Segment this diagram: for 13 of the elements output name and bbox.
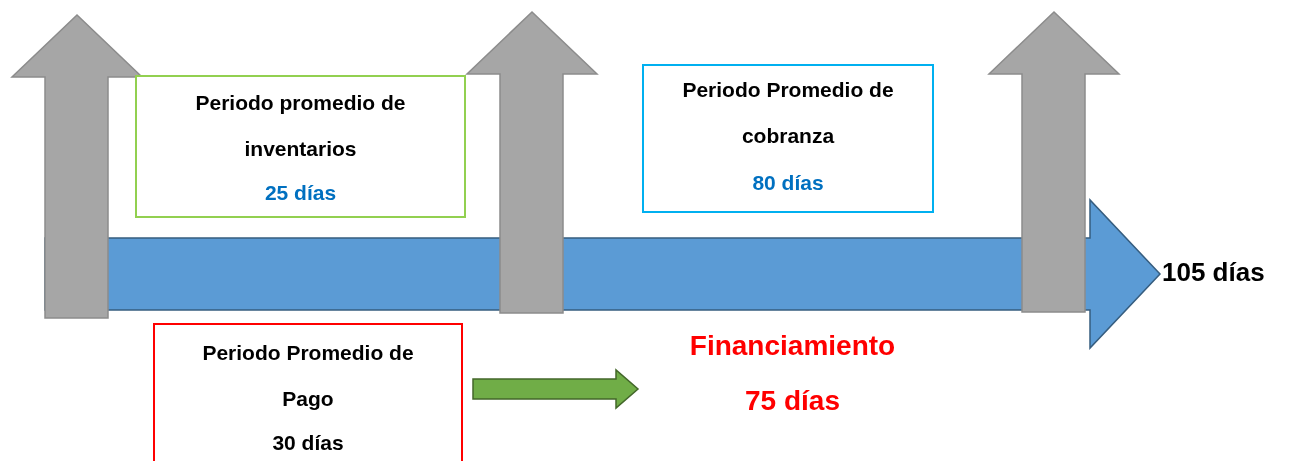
duration-text: Financiamiento <box>688 329 897 363</box>
duration-text: 80 días <box>751 170 825 196</box>
text-box <box>153 323 463 461</box>
duration-text: 75 días <box>744 384 841 418</box>
box-text: Periodo Promedio de Pago <box>201 340 415 412</box>
duration-text: 105 días <box>1162 256 1266 289</box>
text-box <box>135 75 466 218</box>
text-box <box>642 64 934 213</box>
block-arrow <box>472 368 640 410</box>
box-text: 30 días <box>271 430 345 456</box>
box-text: Periodo Promedio de cobranza <box>681 77 895 149</box>
duration-text: 25 días <box>263 180 338 206</box>
box-text: Periodo promedio de inventarios <box>194 90 407 162</box>
